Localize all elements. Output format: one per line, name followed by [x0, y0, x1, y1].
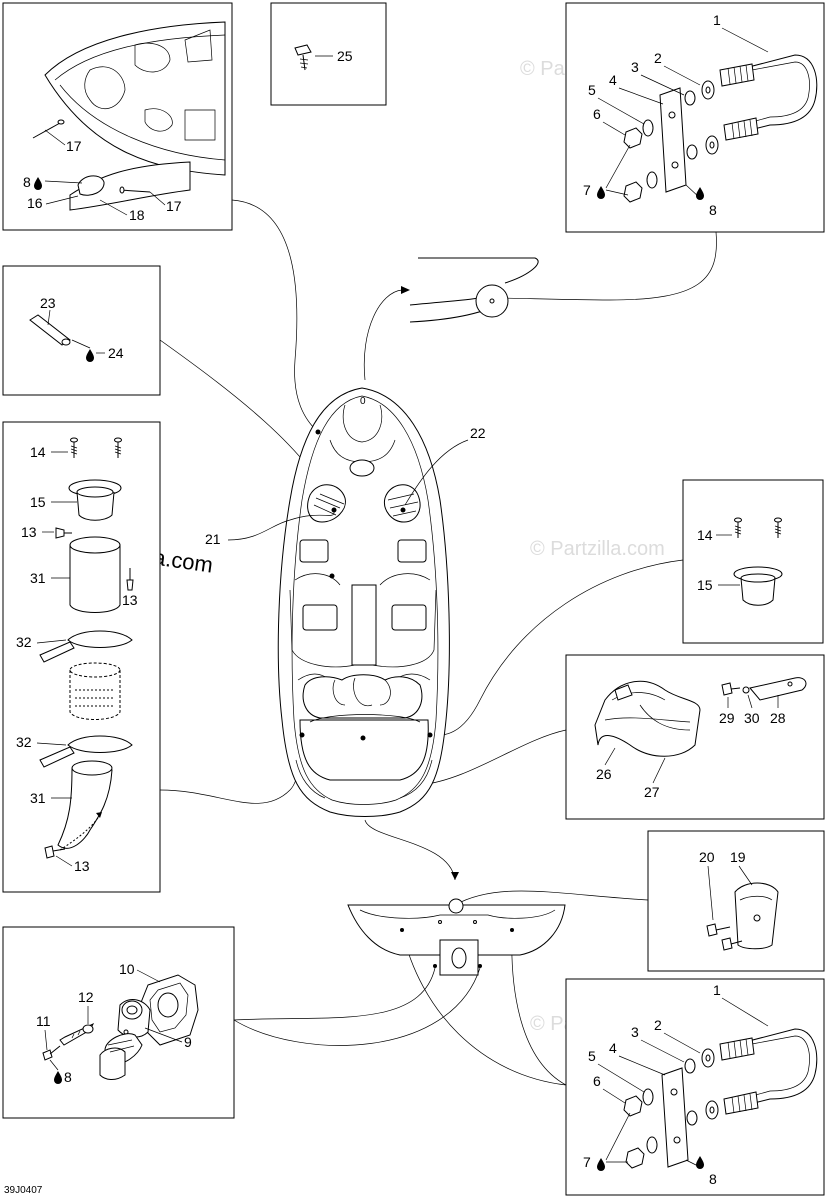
- hull-main-view: 0: [277, 387, 450, 817]
- callout-8c: 8: [23, 174, 31, 190]
- callout-13c: 13: [74, 858, 90, 874]
- callout-14b: 14: [697, 527, 713, 543]
- callout-3b: 3: [631, 1024, 639, 1040]
- callout-31a: 31: [30, 570, 46, 586]
- box-clip-19: 20 19: [647, 830, 825, 972]
- callout-8b: 8: [64, 1069, 72, 1085]
- callout-6a: 6: [593, 106, 601, 122]
- callout-2a: 2: [654, 50, 662, 66]
- callout-8d: 8: [709, 1171, 717, 1187]
- callout-16: 16: [27, 195, 43, 211]
- callout-15b: 15: [697, 577, 713, 593]
- box-screw-25: 25: [270, 2, 387, 106]
- callout-20: 20: [699, 849, 715, 865]
- callout-27: 27: [644, 784, 660, 800]
- callout-4b: 4: [609, 1040, 617, 1056]
- diagram-code: 39J0407: [4, 1185, 43, 1196]
- rear-bumper-view: [347, 898, 566, 976]
- callout-17b: 17: [166, 198, 182, 214]
- callout-1a: 1: [713, 12, 721, 28]
- box-vent-cap-right: 14 15: [682, 479, 824, 644]
- box-pin-23: 23 24: [2, 265, 161, 396]
- callout-6b: 6: [593, 1073, 601, 1089]
- callout-22: 22: [470, 425, 486, 441]
- callout-4a: 4: [609, 72, 617, 88]
- callout-12: 12: [78, 989, 94, 1005]
- box-drain-plug: 10 12 11 9 8: [2, 926, 235, 1119]
- callout-5a: 5: [588, 82, 596, 98]
- callout-3a: 3: [631, 59, 639, 75]
- callout-1b: 1: [713, 982, 721, 998]
- callout-30: 30: [744, 710, 760, 726]
- callout-23: 23: [40, 295, 56, 311]
- callout-28: 28: [770, 710, 786, 726]
- callout-11: 11: [36, 1013, 51, 1029]
- callout-19: 19: [730, 849, 746, 865]
- callout-10: 10: [119, 961, 135, 977]
- callout-13b: 13: [122, 592, 138, 608]
- box-deflector: 26 27 29 30 28: [565, 654, 825, 820]
- callout-32b: 32: [16, 734, 32, 750]
- box-vent-hoses: 14 15 13 31 13 32 32 31: [2, 421, 161, 893]
- callout-32a: 32: [16, 634, 32, 650]
- callout-26: 26: [596, 766, 612, 782]
- svg-text:0: 0: [360, 396, 366, 407]
- callout-17a: 17: [66, 138, 82, 154]
- callout-8a: 8: [709, 202, 717, 218]
- callout-21: 21: [205, 531, 221, 547]
- watermark-text: © Partzilla.com: [530, 538, 665, 560]
- box-bow-detail: 17 17 8 16 18: [2, 2, 233, 231]
- callout-25: 25: [337, 48, 353, 64]
- callout-7a: 7: [583, 182, 591, 198]
- callout-14a: 14: [30, 444, 46, 460]
- callout-2b: 2: [654, 1017, 662, 1033]
- box-u-bolt-top: 1 2 3 4 5 6 7 8: [565, 2, 825, 233]
- hull-section-sketch: [409, 257, 539, 323]
- callout-5b: 5: [588, 1048, 596, 1064]
- callout-29: 29: [719, 710, 735, 726]
- callout-31b: 31: [30, 790, 46, 806]
- callout-7b: 7: [583, 1154, 591, 1170]
- hull-callouts: 21 22: [205, 425, 486, 547]
- callout-15a: 15: [30, 494, 46, 510]
- box-u-bolt-bottom: 1 2 3 4 5 6 7 8: [565, 978, 825, 1196]
- callout-13a: 13: [21, 524, 37, 540]
- callout-24: 24: [108, 345, 124, 361]
- callout-9: 9: [184, 1034, 192, 1050]
- callout-18: 18: [129, 207, 145, 223]
